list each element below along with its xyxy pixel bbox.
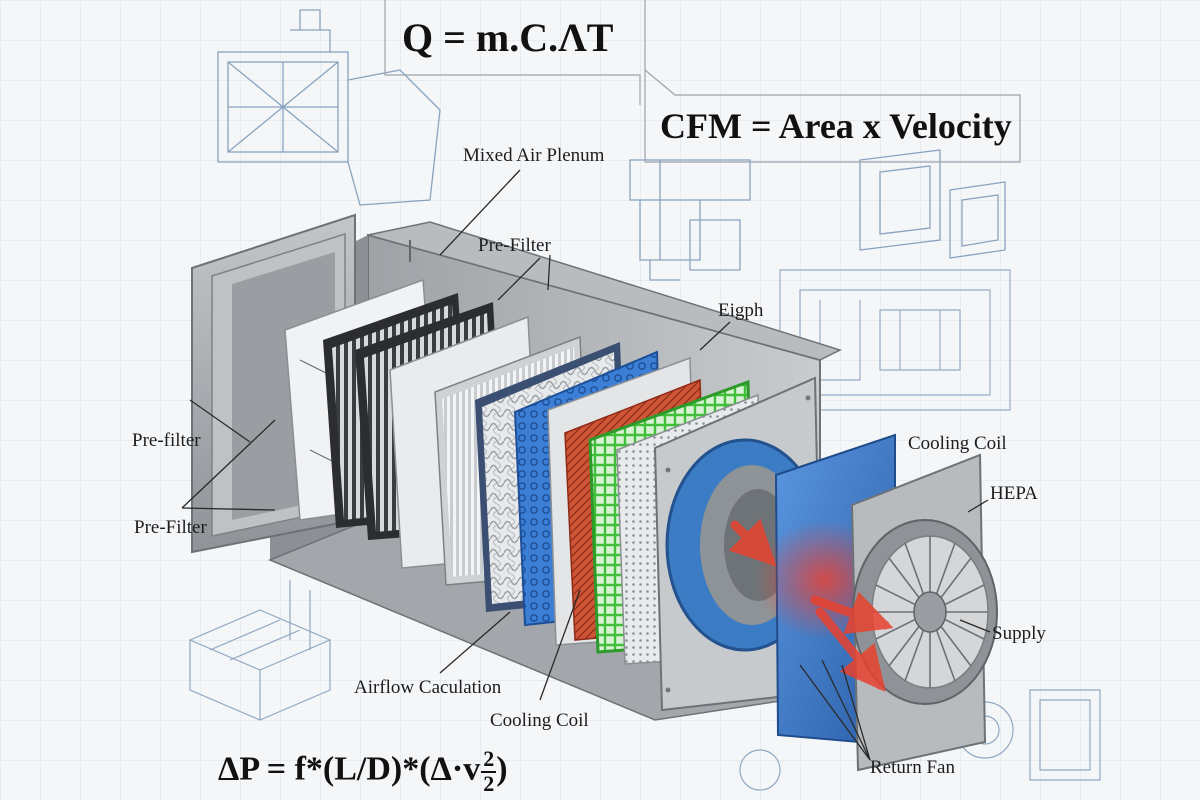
label-pre-filter-left: Pre-filter bbox=[132, 431, 201, 450]
heat-formula: Q = m.C.ΛT bbox=[402, 18, 613, 58]
pressure-formula-denominator: 2 bbox=[481, 773, 496, 795]
pressure-formula-main: ΔP = f*(L/D)*(Δ·v bbox=[218, 750, 480, 787]
label-supply: Supply bbox=[992, 624, 1046, 643]
supply-fan bbox=[852, 455, 997, 770]
label-hepa: HEPA bbox=[990, 484, 1038, 503]
label-eigph: Eigph bbox=[718, 301, 763, 320]
pressure-formula-numerator: 2 bbox=[481, 748, 496, 773]
label-pre-filter-left-2: Pre-Filter bbox=[134, 518, 207, 537]
label-airflow-calculation: Airflow Caculation bbox=[354, 678, 501, 697]
label-return-fan: Return Fan bbox=[870, 758, 955, 777]
cfm-formula: CFM = Area x Velocity bbox=[660, 108, 1012, 144]
label-pre-filter-top: Pre-Filter bbox=[478, 236, 551, 255]
label-cooling-coil-bottom: Cooling Coil bbox=[490, 711, 589, 730]
label-cooling-coil-right: Cooling Coil bbox=[908, 434, 1007, 453]
pressure-formula-close: ) bbox=[496, 750, 507, 787]
label-mixed-air-plenum: Mixed Air Plenum bbox=[463, 146, 604, 165]
